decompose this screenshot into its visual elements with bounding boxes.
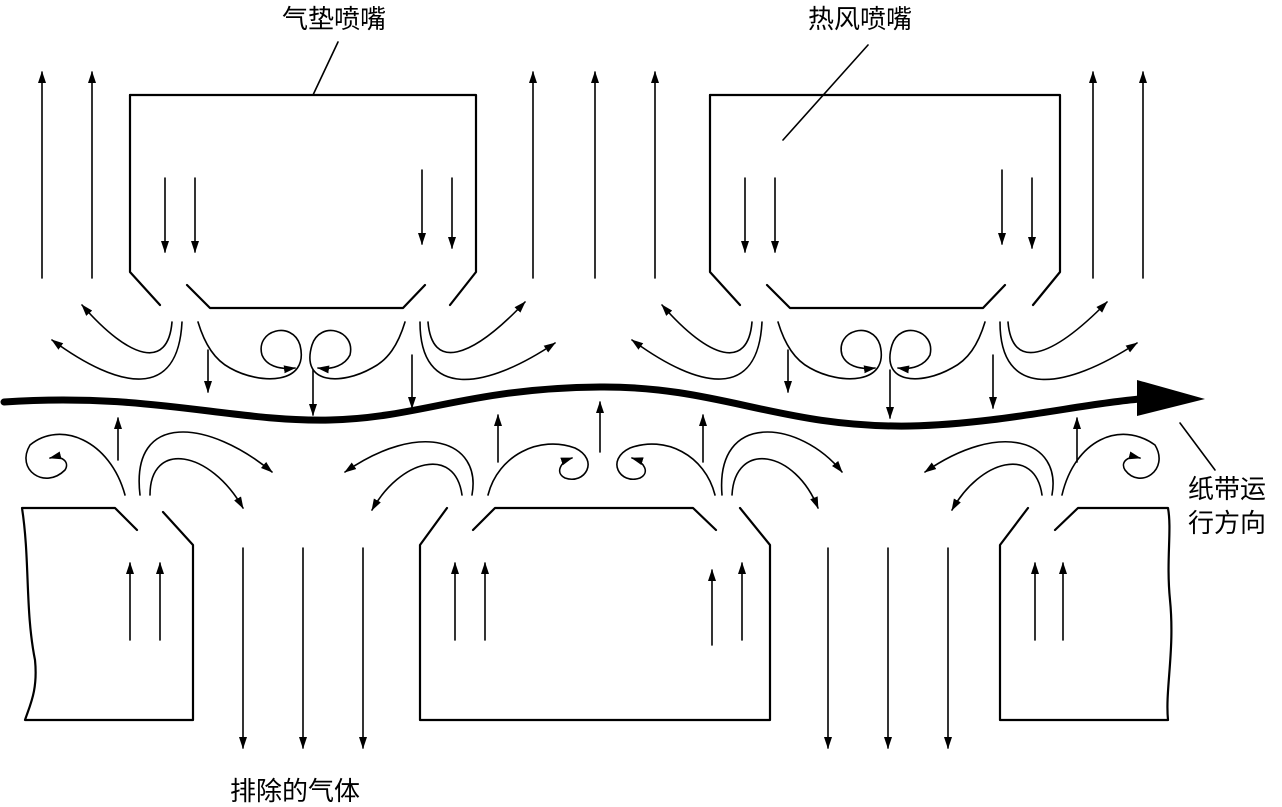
supply-arrows-top-nozzles xyxy=(161,169,1036,253)
leader-line-air-cushion xyxy=(312,41,339,96)
curved-flows-below-web xyxy=(25,431,1160,511)
label-exhaust-gas: 排除的气体 xyxy=(230,777,360,807)
label-air-cushion-nozzle: 气垫喷嘴 xyxy=(282,5,386,35)
top-nozzle-left xyxy=(128,93,478,310)
label-web-direction-line2: 行方向 xyxy=(1188,509,1266,539)
curved-flows-above-web xyxy=(51,301,1138,381)
exhaust-arrows-top xyxy=(38,71,1147,279)
jet-arrows-to-web xyxy=(114,349,1081,463)
top-nozzle-right xyxy=(708,93,1062,310)
supply-arrows-bottom-nozzles xyxy=(126,562,1067,646)
bottom-nozzle-center xyxy=(418,506,772,722)
bottom-nozzle-right xyxy=(998,506,1173,722)
exhaust-arrows-bottom xyxy=(239,547,952,749)
leader-line-web-direction xyxy=(1179,422,1216,471)
label-web-direction-line1: 纸带运 xyxy=(1188,475,1266,505)
label-hot-air-nozzle: 热风喷嘴 xyxy=(808,5,912,35)
bottom-nozzle-left xyxy=(20,506,195,722)
leader-line-hot-air xyxy=(782,44,869,141)
paper-web xyxy=(0,383,1144,430)
web-direction-arrowhead xyxy=(1137,380,1205,416)
